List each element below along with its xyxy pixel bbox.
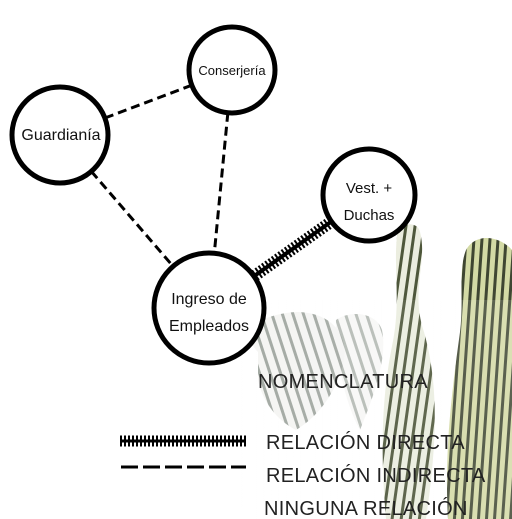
background-vases-image — [230, 224, 512, 519]
node-ingreso-label-line1: Ingreso de — [171, 291, 247, 308]
diagram-edges — [90, 83, 335, 282]
legend: NOMENCLATURA RELACIÓN DIRECTA RELACIÓN I… — [120, 371, 486, 519]
node-guardiania: Guardianía — [9, 84, 111, 186]
node-ingreso-label-line2: Empleados — [169, 318, 249, 335]
node-guardiania-label: Guardianía — [21, 127, 100, 144]
node-vestuarios-circle — [320, 146, 418, 244]
node-vestuarios-label-line2: Duchas — [344, 207, 395, 224]
node-conserjeria: Conserjería — [186, 24, 278, 116]
node-conserjeria-circle — [186, 24, 278, 116]
legend-title: NOMENCLATURA — [258, 371, 428, 393]
node-guardiania-circle — [9, 84, 111, 186]
legend-indirecta-label: RELACIÓN INDIRECTA — [266, 464, 486, 487]
node-vestuarios: Vest. + Duchas — [320, 146, 418, 244]
node-ingreso: Ingreso de Empleados — [151, 250, 267, 366]
legend-directa-label: RELACIÓN DIRECTA — [266, 431, 465, 454]
node-conserjeria-label: Conserjería — [198, 63, 266, 78]
node-vestuarios-label-line1: Vest. + — [346, 180, 393, 197]
edge-guardiania-ingreso-indirecta — [90, 170, 175, 268]
legend-ninguna-label: NINGUNA RELACIÓN — [264, 497, 468, 519]
edge-conserjeria-ingreso-indirecta — [212, 112, 230, 254]
node-ingreso-circle — [151, 250, 267, 366]
edge-guardiania-conserjeria-indirecta — [104, 83, 193, 120]
edge-vestuarios-ingreso-directa-core — [252, 219, 333, 278]
